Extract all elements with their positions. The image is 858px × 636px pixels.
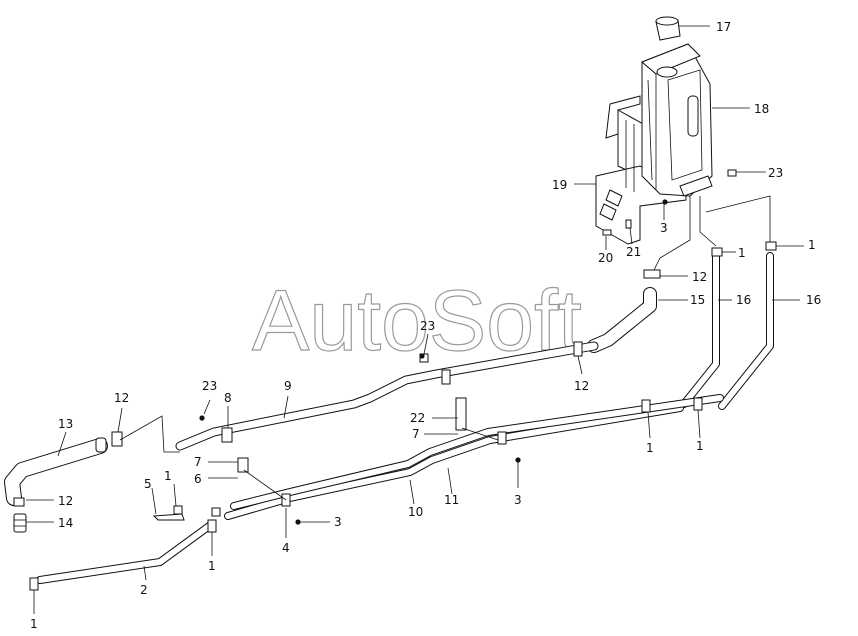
tank-bolts (602, 169, 737, 236)
callout-numbers: 17 18 23 19 3 21 20 1 1 12 15 16 16 23 1… (30, 20, 821, 631)
hose-16-right (680, 252, 774, 410)
hose-13 (4, 437, 108, 506)
callout-1: 1 (696, 439, 704, 453)
callout-12: 12 (692, 270, 707, 284)
fitting-14 (13, 513, 27, 533)
hose-15 (587, 287, 657, 353)
coolant-reservoir-tank (641, 43, 713, 197)
callout-7: 7 (194, 455, 202, 469)
callout-1: 1 (30, 617, 38, 631)
callout-3: 3 (334, 515, 342, 529)
callout-9: 9 (284, 379, 292, 393)
callout-1: 1 (208, 559, 216, 573)
callout-20: 20 (598, 251, 613, 265)
callout-10: 10 (408, 505, 423, 519)
callout-12: 12 (58, 494, 73, 508)
callout-23: 23 (768, 166, 783, 180)
pipes-10-11 (224, 394, 724, 520)
callout-19: 19 (552, 178, 567, 192)
callout-16: 16 (806, 293, 821, 307)
callout-1: 1 (164, 469, 172, 483)
callout-21: 21 (626, 245, 641, 259)
callout-15: 15 (690, 293, 705, 307)
callout-17: 17 (716, 20, 731, 34)
callout-14: 14 (58, 516, 73, 530)
callout-12: 12 (114, 391, 129, 405)
bracket-22 (455, 397, 467, 431)
callout-12: 12 (574, 379, 589, 393)
callout-23: 23 (420, 319, 435, 333)
callout-8: 8 (224, 391, 232, 405)
callout-6: 6 (194, 472, 202, 486)
callout-11: 11 (444, 493, 459, 507)
callout-7: 7 (412, 427, 420, 441)
callout-5: 5 (144, 477, 152, 491)
tank-cap (655, 16, 681, 41)
callout-18: 18 (754, 102, 769, 116)
pipe-2 (36, 520, 216, 584)
callout-16: 16 (736, 293, 751, 307)
callout-1: 1 (808, 238, 816, 252)
hose-clamps (13, 241, 777, 591)
callout-3: 3 (660, 221, 668, 235)
pipe-9 (175, 341, 599, 451)
callout-13: 13 (58, 417, 73, 431)
callout-4: 4 (282, 541, 290, 555)
callout-23: 23 (202, 379, 217, 393)
callout-1: 1 (738, 246, 746, 260)
callout-2: 2 (140, 583, 148, 597)
callout-1: 1 (646, 441, 654, 455)
callout-3: 3 (514, 493, 522, 507)
callout-22: 22 (410, 411, 425, 425)
leader-lines (26, 25, 804, 614)
